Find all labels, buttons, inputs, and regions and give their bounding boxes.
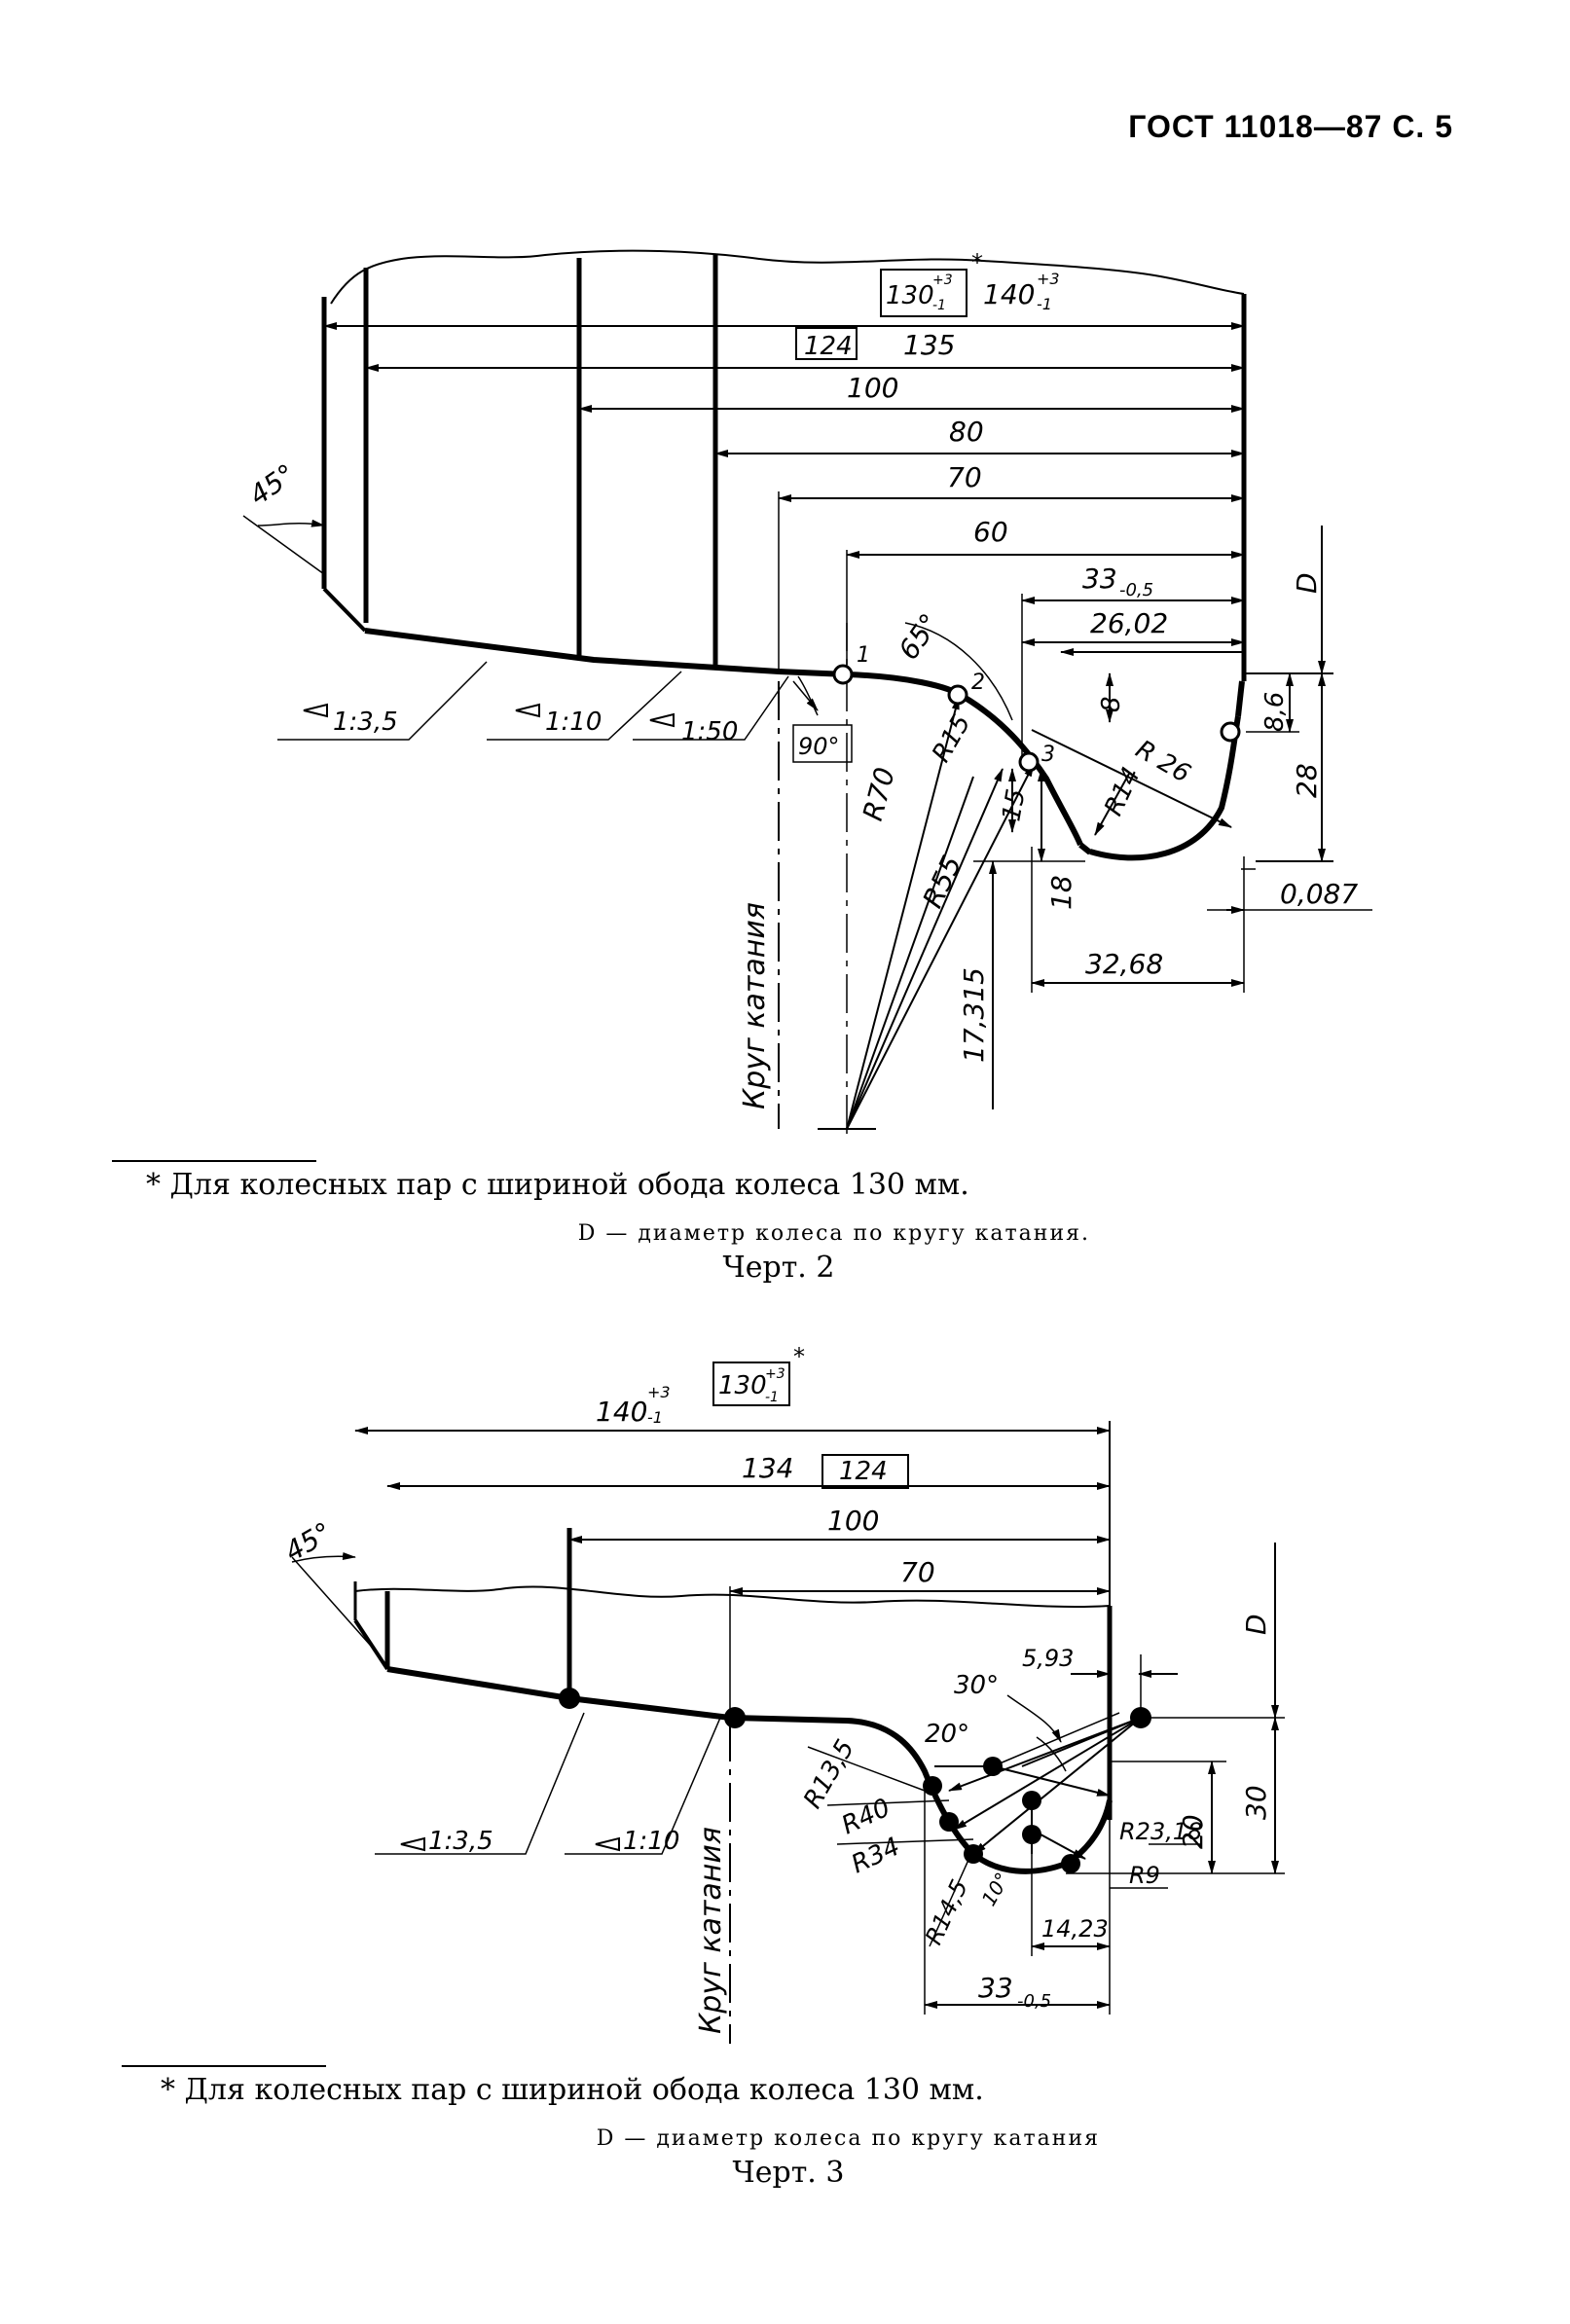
fig3-dim-140-tol-low: -1 (647, 1408, 663, 1427)
drawing-fig3: 140 +3 -1 130 +3 -1 * 134 124 100 70 5,9… (279, 1343, 1285, 2044)
fig3-dim-30: 30 (1240, 1785, 1272, 1820)
fig3-dim-130-tol-low: -1 (765, 1390, 779, 1405)
fig2-rolling-circle-label: Круг катания (738, 902, 772, 1109)
fig2-dim-17-315: 17,315 (958, 967, 990, 1063)
fig2-dim-140-tol-low: -1 (1037, 295, 1052, 313)
fig3-dim-100: 100 (827, 1505, 879, 1537)
fig3-dim-124: 124 (839, 1457, 888, 1486)
fig3-dim-14-23: 14,23 (1041, 1915, 1109, 1943)
fig2-asterisk: * (971, 249, 983, 276)
fig3-dim-70: 70 (900, 1556, 935, 1588)
fig3-dim-R14-5: R14,5 (920, 1875, 973, 1948)
fig3-dim-33-tol: -0,5 (1017, 1991, 1051, 2012)
fig3-dim-140-tol-up: +3 (647, 1383, 671, 1401)
fig2-dim-60: 60 (973, 516, 1008, 548)
fig3-angle-45: 45° (279, 1516, 337, 1568)
fig3-dim-R9: R9 (1129, 1862, 1160, 1889)
fig2-dim-32-68: 32,68 (1085, 948, 1163, 980)
fig3-dim-33: 33 (978, 1972, 1013, 2004)
fig2-dim-R55: R55 (916, 851, 968, 913)
fig2-footnote-rule (112, 1160, 316, 1162)
fig2-dim-26-02: 26,02 (1090, 607, 1168, 639)
fig2-dim-18: 18 (1045, 875, 1077, 910)
fig2-dim-130-tol-up: +3 (932, 272, 953, 288)
page-header: ГОСТ 11018—87 С. 5 (1128, 109, 1453, 144)
fig2-dim-8: 8 (1097, 696, 1126, 712)
fig2-caption: Черт. 2 (722, 1251, 835, 1285)
fig2-dim-33-tol: -0,5 (1119, 580, 1153, 600)
fig2-taper-1-3-5: 1:3,5 (333, 708, 398, 737)
fig2-point-2: 2 (971, 671, 985, 695)
fig2-point-3: 3 (1041, 743, 1055, 767)
fig3-dim-R23-18: R23,18 (1119, 1818, 1202, 1845)
fig2-taper-1-10: 1:10 (545, 708, 602, 737)
fig3-footnote-rule (122, 2065, 326, 2067)
fig2-dim-0-087: 0,087 (1280, 878, 1358, 910)
fig2-dim-80: 80 (949, 416, 984, 448)
fig3-dim-R34: R34 (847, 1833, 904, 1880)
fig2-dim-D: D (1291, 572, 1323, 594)
fig2-angle-45: 45° (243, 457, 302, 512)
fig3-angle-10: 10° (977, 1869, 1015, 1910)
fig2-d-note: D — диаметр колеса по кругу катания. (577, 1221, 1090, 1246)
fig2-dim-15: 15 (997, 786, 1031, 823)
fig2-point-1: 1 (857, 643, 870, 668)
fig2-dim-28: 28 (1291, 763, 1323, 798)
fig2-dim-130-tol-low: -1 (932, 298, 946, 313)
fig3-dim-140: 140 (596, 1396, 647, 1428)
fig2-taper-1-50: 1:50 (681, 717, 738, 746)
fig3-dim-D: D (1240, 1614, 1272, 1635)
fig2-dim-70: 70 (947, 461, 982, 493)
fig3-dim-130: 130 (718, 1371, 767, 1400)
fig2-dim-R70: R70 (857, 764, 901, 824)
fig3-dim-130-tol-up: +3 (765, 1366, 785, 1382)
fig3-dim-20: 20 (1177, 1814, 1209, 1849)
fig2-angle-90: 90° (798, 733, 840, 760)
fig2-dim-124: 124 (804, 332, 853, 361)
fig2-dim-R15: R15 (927, 709, 977, 767)
fig2-dim-135: 135 (903, 329, 955, 361)
fig3-dim-134: 134 (742, 1452, 793, 1484)
fig3-d-note: D — диаметр колеса по кругу катания (596, 2126, 1100, 2151)
fig3-dim-R40: R40 (837, 1794, 895, 1841)
fig3-footnote: * Для колесных пар с шириной обода колес… (161, 2073, 984, 2107)
fig3-taper-1-3-5: 1:3,5 (428, 1827, 493, 1856)
fig2-dim-140: 140 (983, 278, 1035, 310)
drawing-fig2: 130 +3 -1 * 140 +3 -1 124 135 100 80 70 … (242, 249, 1372, 1134)
fig3-dim-R13-5: R13,5 (798, 1735, 860, 1814)
fig3-taper-1-10: 1:10 (623, 1827, 679, 1856)
fig2-angle-65: 65° (893, 607, 947, 666)
fig2-dim-140-tol-up: +3 (1037, 270, 1060, 288)
fig3-caption: Черт. 3 (732, 2156, 845, 2190)
fig3-dim-5-93: 5,93 (1022, 1645, 1074, 1672)
fig2-dim-R14: R14 (1099, 763, 1147, 820)
fig2-footnote: * Для колесных пар с шириной обода колес… (146, 1168, 969, 1202)
fig3-asterisk: * (793, 1343, 805, 1370)
fig2-dim-8-6: 8,6 (1260, 692, 1290, 732)
fig3-angle-30: 30° (954, 1671, 999, 1700)
fig2-dim-33: 33 (1082, 563, 1117, 595)
fig3-angle-20: 20° (925, 1720, 969, 1749)
fig2-dim-100: 100 (847, 372, 898, 404)
fig2-dim-130: 130 (886, 281, 934, 310)
fig3-rolling-circle-label: Круг катания (694, 1827, 728, 2034)
